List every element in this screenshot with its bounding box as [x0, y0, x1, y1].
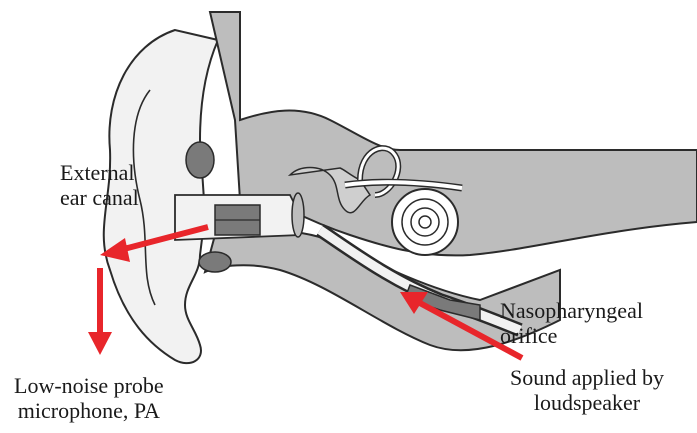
bone-detail-upper — [186, 142, 214, 178]
external-ear-canal-line1: External — [60, 160, 139, 185]
microphone-arrowhead — [88, 332, 112, 355]
sound-source-label: Sound applied by loudspeaker — [510, 365, 664, 415]
microphone-label: Low-noise probe microphone, PA — [14, 373, 164, 423]
microphone-line1: Low-noise probe — [14, 373, 164, 398]
sound-source-line1: Sound applied by — [510, 365, 664, 390]
eardrum — [292, 193, 304, 237]
microphone-line2: microphone, PA — [14, 398, 164, 423]
nasopharyngeal-label: Nasopharyngeal orifice — [500, 298, 643, 348]
external-ear-canal-label: External ear canal — [60, 160, 139, 210]
sound-source-line2: loudspeaker — [510, 390, 664, 415]
cochlea — [392, 189, 458, 255]
bone-detail-lower — [199, 252, 231, 272]
external-ear-canal-line2: ear canal — [60, 185, 139, 210]
nasopharyngeal-line2: orifice — [500, 323, 643, 348]
nasopharyngeal-line1: Nasopharyngeal — [500, 298, 643, 323]
